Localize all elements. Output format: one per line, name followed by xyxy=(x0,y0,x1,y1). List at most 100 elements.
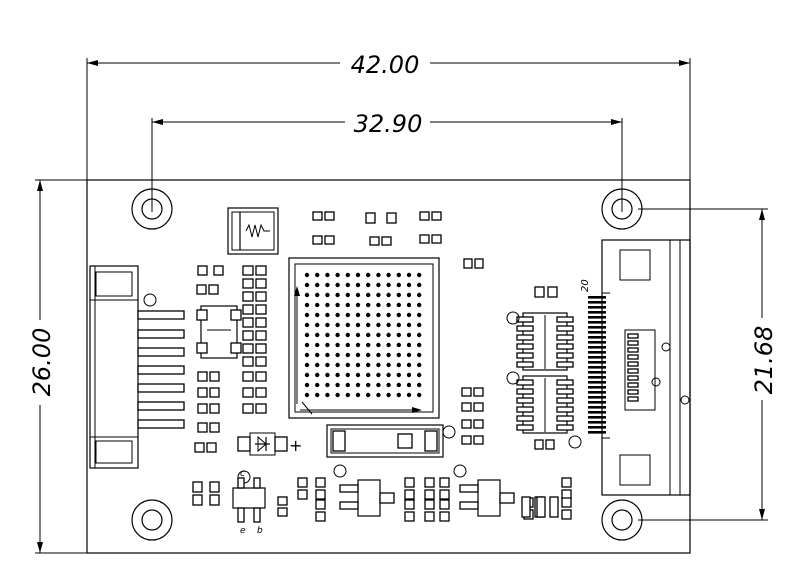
via xyxy=(333,464,347,478)
mounting-hole-bottom-right xyxy=(601,499,643,541)
connector-pin xyxy=(588,301,606,304)
pad xyxy=(242,265,254,276)
connector-pin xyxy=(588,386,606,389)
bga-ball xyxy=(396,272,401,278)
bga-ball xyxy=(345,322,350,328)
connector-inner-pin xyxy=(627,368,639,374)
connector-pin xyxy=(588,346,606,349)
soic-pad xyxy=(556,352,574,359)
bga-ball xyxy=(325,272,330,278)
connector-pin xyxy=(588,406,606,409)
bga-ball xyxy=(396,332,401,338)
bga-ball xyxy=(396,322,401,328)
pad xyxy=(369,236,380,246)
pad xyxy=(242,330,254,341)
connector-inner-pin xyxy=(627,333,639,339)
pad xyxy=(461,435,472,445)
bga-ball xyxy=(304,392,310,398)
soic-pad xyxy=(556,406,574,413)
bga-ball xyxy=(396,342,401,348)
capacitor xyxy=(461,435,484,445)
pad xyxy=(315,477,326,488)
resistor xyxy=(242,317,267,328)
bga-ball xyxy=(345,292,350,298)
bga-ball xyxy=(315,342,320,348)
pad xyxy=(255,356,267,367)
connector-pin xyxy=(588,306,606,309)
mounting-hole-bottom-left xyxy=(131,499,173,541)
bga-ball xyxy=(396,312,401,318)
bga-ball xyxy=(396,392,401,398)
pad xyxy=(208,284,219,295)
bga-ball xyxy=(335,302,340,308)
bga-ball xyxy=(304,302,310,308)
resistor xyxy=(242,330,267,341)
pad xyxy=(474,258,484,269)
bga-ball xyxy=(335,342,340,348)
pad xyxy=(255,330,267,341)
pad xyxy=(255,387,267,398)
bga-ball xyxy=(325,322,330,328)
pad xyxy=(365,212,376,224)
bga-ball xyxy=(325,302,330,308)
bga-ball xyxy=(386,292,391,298)
bga-ball xyxy=(304,352,310,358)
bga-ball xyxy=(325,372,330,378)
bga-ball xyxy=(315,282,320,288)
bga-ball xyxy=(304,322,310,328)
connector-pin xyxy=(588,371,606,374)
bga-ball xyxy=(355,382,361,388)
pad xyxy=(242,304,254,315)
bga-ball xyxy=(376,362,381,368)
connector-pin xyxy=(588,321,606,324)
bga-ball xyxy=(366,372,371,378)
bga-ball xyxy=(325,282,330,288)
bga-ball xyxy=(345,382,350,388)
bga-ball xyxy=(335,382,340,388)
bga-ball xyxy=(417,272,422,278)
bga-ball xyxy=(325,362,330,368)
pad xyxy=(255,265,267,276)
bga-ball xyxy=(335,322,340,328)
capacitor xyxy=(297,477,308,500)
pad xyxy=(561,477,572,488)
pad xyxy=(242,403,254,414)
bga-ball xyxy=(304,282,310,288)
transistor-pin-e: e xyxy=(240,526,246,536)
pad xyxy=(561,497,572,508)
dimension-hole-spacing-y: 21.68 xyxy=(638,208,778,521)
pad xyxy=(197,387,208,398)
soic-pad xyxy=(516,379,534,386)
bga-ball xyxy=(406,392,412,398)
connector-pin xyxy=(588,366,606,369)
soic-pad xyxy=(556,424,574,431)
resistor xyxy=(536,496,559,518)
bga-ball xyxy=(406,302,412,308)
regulator-left xyxy=(339,479,395,517)
bga-ball xyxy=(315,292,320,298)
capacitor xyxy=(439,477,450,500)
capacitor xyxy=(197,422,220,433)
pad xyxy=(521,496,531,518)
capacitor xyxy=(312,211,335,221)
bga-ball xyxy=(366,342,371,348)
capacitor xyxy=(197,265,224,276)
pad xyxy=(315,489,326,500)
bga-ball xyxy=(366,312,371,318)
bga-ball xyxy=(366,392,371,398)
capacitor xyxy=(197,403,220,414)
soic-pad xyxy=(556,316,574,323)
bga-ball xyxy=(345,362,350,368)
pad xyxy=(312,211,323,221)
bga-ball xyxy=(396,362,401,368)
bga-ball xyxy=(315,332,320,338)
bga-ball xyxy=(345,342,350,348)
ic-small-left xyxy=(196,305,242,359)
bga-ball xyxy=(406,352,412,358)
bga-ball xyxy=(355,332,361,338)
resistor xyxy=(242,356,267,367)
left-connector-pins xyxy=(137,310,185,429)
bga-ball xyxy=(345,392,350,398)
bga-ball xyxy=(345,352,350,358)
via xyxy=(506,311,520,325)
